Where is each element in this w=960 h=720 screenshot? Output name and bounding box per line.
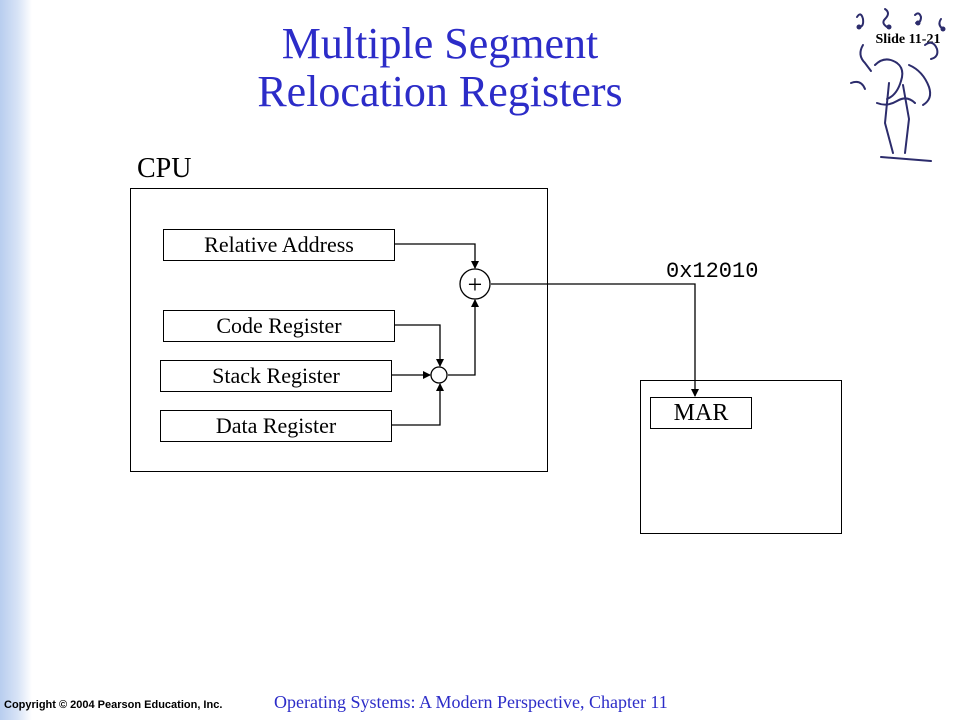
wire-code-to-mux — [393, 324, 444, 367]
mar-box: MAR — [650, 397, 752, 429]
left-sidebar-gradient — [0, 0, 32, 720]
code-register-box: Code Register — [163, 310, 395, 342]
adder-symbol: + — [468, 270, 483, 299]
wire-data-to-mux — [390, 383, 444, 426]
copyright-notice: Copyright © 2004 Pearson Education, Inc. — [4, 699, 223, 711]
data-register-box: Data Register — [160, 410, 392, 442]
wire-relative-to-adder — [393, 243, 479, 269]
musician-logo-icon — [850, 8, 946, 162]
wire-adder-to-mar — [491, 283, 699, 397]
mux-circle — [430, 366, 448, 384]
physical-address-value: 0x12010 — [666, 259, 759, 284]
slide-title: Multiple Segment Relocation Registers — [160, 20, 720, 116]
title-line-1: Multiple Segment — [281, 19, 599, 68]
title-line-2: Relocation Registers — [257, 67, 623, 116]
stack-register-box: Stack Register — [160, 360, 392, 392]
slide-number: Slide 11-21 — [875, 32, 941, 47]
adder-circle — [459, 268, 491, 300]
relative-address-box: Relative Address — [163, 229, 395, 261]
cpu-label: CPU — [137, 153, 192, 184]
footer-text: Operating Systems: A Modern Perspective,… — [274, 692, 668, 712]
wire-mux-to-adder — [448, 299, 479, 376]
